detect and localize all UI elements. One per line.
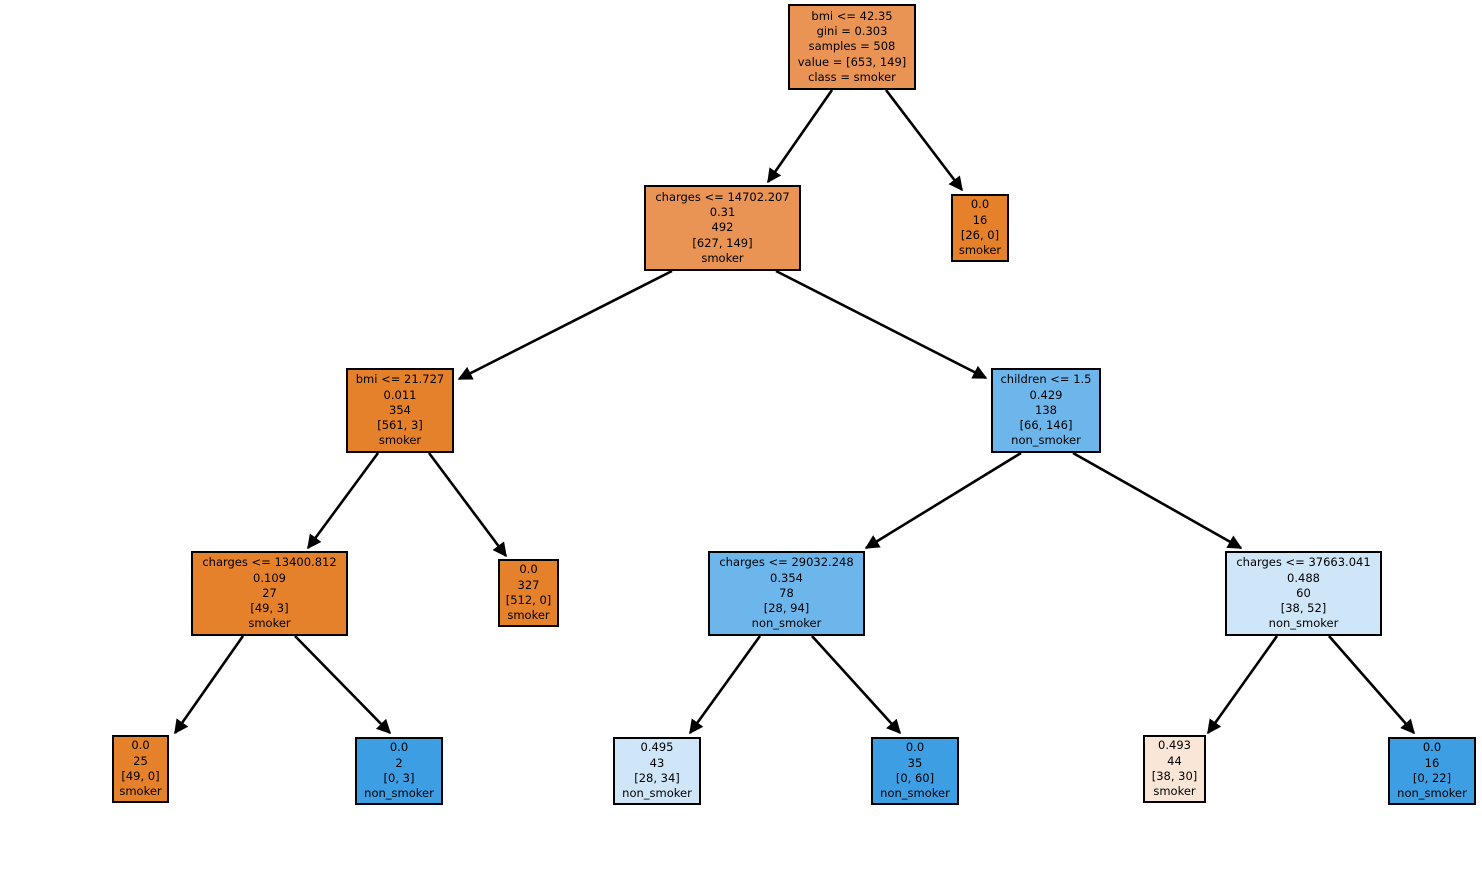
tree-node-line: 0.429 (1029, 387, 1063, 402)
tree-node-line: [49, 0] (121, 769, 160, 783)
tree-node-line: non_smoker (1268, 616, 1339, 631)
tree-node-line: smoker (701, 250, 744, 265)
tree-edge (306, 452, 380, 550)
tree-node-line: 0.0 (970, 197, 990, 212)
tree-node-line: value = [653, 149] (797, 54, 907, 69)
tree-node-line: smoker (248, 616, 291, 631)
tree-node-line: smoker (507, 608, 550, 623)
tree-node-line: 0.495 (640, 740, 674, 755)
tree-node-line: 492 (711, 220, 734, 235)
tree-node-line: non_smoker (622, 786, 692, 801)
tree-node-line: smoker (119, 784, 162, 799)
tree-node-line: 0.488 (1287, 570, 1320, 585)
tree-edge (884, 89, 964, 192)
tree-node-line: 2 (395, 755, 403, 770)
tree-node-line: [561, 3] (377, 418, 423, 433)
tree-node-line: non_smoker (364, 786, 434, 801)
tree-node-line: 0.493 (1158, 738, 1191, 753)
tree-node-line: 0.0 (1422, 740, 1442, 755)
tree-node-line: 25 (133, 753, 148, 768)
tree-node-line: [26, 0] (960, 228, 1000, 242)
tree-edge (688, 635, 762, 735)
tree-node-line: gini = 0.303 (816, 24, 888, 39)
tree-node-line: bmi <= 42.35 (811, 8, 893, 23)
tree-edge (766, 89, 834, 184)
tree-edge (1206, 635, 1279, 735)
tree-node-line: 27 (262, 585, 277, 600)
tree-node-line: 327 (517, 577, 540, 592)
tree-node-line: non_smoker (751, 616, 822, 631)
tree-node-line: smoker (378, 433, 422, 448)
tree-node-line: [0, 60] (895, 771, 935, 785)
tree-node-line: 0.31 (709, 205, 736, 220)
tree-node-line: 0.0 (519, 562, 538, 577)
tree-node-line: 0.109 (253, 570, 286, 585)
tree-node-line: [0, 3] (383, 771, 415, 785)
tree-node-line: 35 (907, 755, 923, 770)
tree-node-line: charges <= 14702.207 (655, 189, 790, 204)
tree-node-line: 354 (389, 402, 411, 417)
tree-node-line: children <= 1.5 (1000, 372, 1092, 387)
tree-node-line: 44 (1167, 753, 1182, 768)
tree-node-line: 16 (1424, 755, 1440, 770)
tree-edge (811, 635, 901, 735)
tree-node-line: 16 (972, 212, 988, 227)
tree-node-line: [38, 52] (1280, 601, 1327, 616)
tree-edge (1328, 635, 1415, 735)
tree-node-line: 0.354 (770, 570, 803, 585)
tree-node-line: 0.011 (383, 387, 417, 402)
tree-node-line: 60 (1296, 585, 1311, 600)
tree-node-line: [627, 149] (692, 235, 753, 250)
tree-edge (864, 451, 1022, 550)
tree-node-line: 0.0 (131, 738, 150, 753)
tree-edge (1072, 451, 1243, 550)
tree-node-line: smoker (1153, 784, 1196, 799)
tree-node-line: [512, 0] (505, 593, 552, 607)
tree-node-line: 0.0 (905, 740, 925, 755)
tree-node-line: bmi <= 21.727 (355, 372, 445, 387)
tree-node-line: 43 (649, 755, 665, 770)
tree-node-line: [28, 94] (763, 601, 810, 616)
tree-node-line: class = smoker (808, 69, 896, 84)
tree-node-line: [0, 22] (1412, 771, 1452, 785)
tree-edge (173, 635, 245, 735)
tree-node-line: charges <= 13400.812 (202, 555, 337, 570)
tree-node-line: non_smoker (1011, 433, 1081, 448)
tree-node-line: [49, 3] (250, 601, 289, 616)
tree-node-line: 138 (1035, 402, 1057, 417)
tree-node-line: charges <= 37663.041 (1236, 555, 1371, 570)
tree-node-line: [66, 146] (1019, 418, 1073, 433)
tree-node-line: non_smoker (880, 786, 950, 801)
tree-edge (457, 269, 673, 381)
tree-edge (427, 452, 508, 558)
tree-node-line: [38, 30] (1151, 769, 1198, 783)
tree-node-line: samples = 508 (808, 39, 896, 54)
tree-node-line: charges <= 29032.248 (719, 555, 854, 570)
tree-node-line: 78 (779, 585, 794, 600)
tree-node-line: non_smoker (1397, 786, 1467, 801)
tree-edge (775, 269, 988, 380)
tree-node-line: smoker (958, 243, 1002, 258)
tree-node-line: [28, 34] (634, 771, 680, 785)
tree-node-line: 0.0 (389, 740, 409, 755)
tree-edge (294, 635, 392, 735)
